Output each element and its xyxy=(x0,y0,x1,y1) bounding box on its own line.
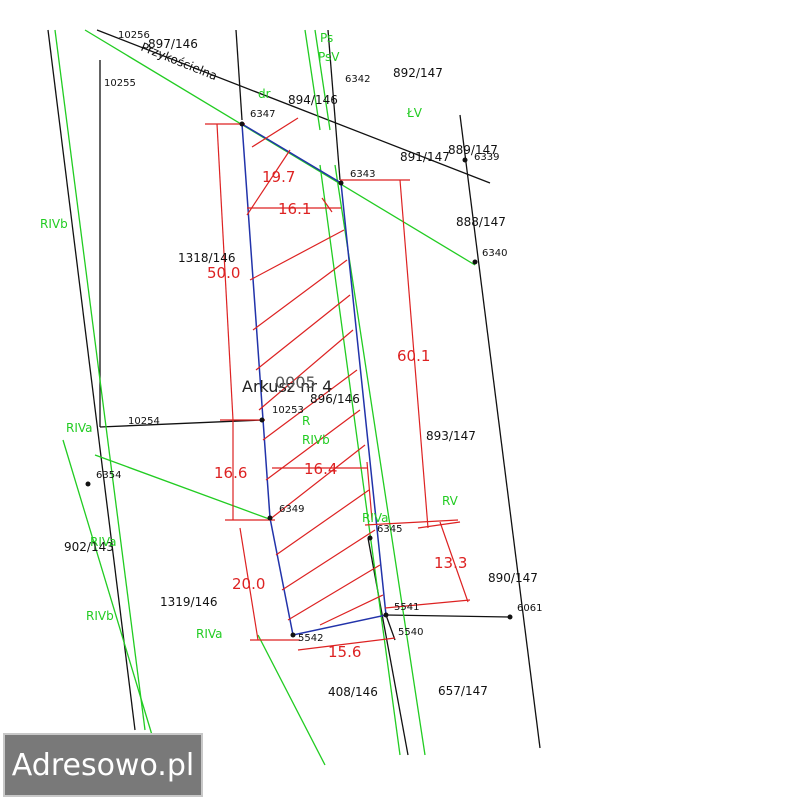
point-number: 5541 xyxy=(394,602,419,613)
dimension-label: 60.1 xyxy=(397,347,430,365)
land-use-label: RIVb xyxy=(40,217,68,231)
point-number: 6343 xyxy=(350,169,375,180)
boundary-line xyxy=(235,29,243,121)
point-number: 6340 xyxy=(482,248,507,259)
dimension-label: 16.4 xyxy=(304,460,337,478)
dimension-label: 16.6 xyxy=(214,464,247,482)
parcel-boundaries xyxy=(47,29,541,756)
land-use-label: RIVa xyxy=(362,511,389,525)
land-use-label: ŁV xyxy=(406,106,423,120)
point-number: 6354 xyxy=(96,470,121,481)
parcel-number: 408/146 xyxy=(328,685,378,699)
point-number: 5540 xyxy=(398,627,423,638)
parcel-number: 657/147 xyxy=(438,684,488,698)
soil-line xyxy=(94,454,273,521)
parcel-number: 896/146 xyxy=(310,392,360,406)
plot-outline xyxy=(241,122,387,636)
boundary-line xyxy=(327,29,341,181)
land-use-label: RIVb xyxy=(302,433,330,447)
parcel-number: 891/147 xyxy=(400,150,450,164)
point-number: 6349 xyxy=(279,504,304,515)
land-use-label: RIVa xyxy=(66,421,93,435)
point-number: 5542 xyxy=(298,633,323,644)
parcel-number: 902/143 xyxy=(64,540,114,554)
point-number: 10253 xyxy=(272,405,304,416)
dimension-label: 20.0 xyxy=(232,575,265,593)
boundary-line xyxy=(385,614,396,641)
parcel-number: 889/147 xyxy=(448,143,498,157)
point-number-labels: 6347 6342 6343 6339 6340 10255 10253 102… xyxy=(96,74,542,644)
land-use-label: RIVb xyxy=(86,609,114,623)
survey-points xyxy=(85,121,513,638)
soil-line xyxy=(319,164,401,756)
parcel-number: 897/146 xyxy=(148,37,198,51)
parcel-number: 894/146 xyxy=(288,93,338,107)
point-number: 6339 xyxy=(474,152,499,163)
point-number-overlap: 10256 xyxy=(118,30,150,41)
soil-line xyxy=(304,29,321,131)
boundary-line xyxy=(96,29,491,184)
land-use-label: RV xyxy=(442,494,459,508)
survey-point xyxy=(267,515,273,521)
boundary-line xyxy=(459,114,541,749)
point-number: 6061 xyxy=(517,603,542,614)
soil-line xyxy=(62,439,153,736)
parcel-number: 892/147 xyxy=(393,66,443,80)
dimension-labels: 19.7 16.1 50.0 60.1 16.6 16.4 13.3 20.0 … xyxy=(207,168,467,661)
watermark-badge: Adresowo.pl xyxy=(3,733,203,797)
point-number: 6342 xyxy=(345,74,370,85)
land-use-labels: Ps PsV dr ŁV RIVb R RIVb RV RIVa RIVa RI… xyxy=(40,31,459,641)
point-number: 6347 xyxy=(250,109,275,120)
land-use-label: RIVa xyxy=(196,627,223,641)
soil-line xyxy=(54,29,146,731)
parcel-number: 1318/146 xyxy=(178,251,236,265)
survey-point xyxy=(367,535,373,541)
land-use-label: RIVa xyxy=(90,535,117,549)
boundary-line xyxy=(47,29,136,731)
boundary-line xyxy=(367,537,409,756)
sheet-label: Arkusz nr 4 xyxy=(242,377,332,396)
survey-point xyxy=(85,481,91,487)
dimension-label: 16.1 xyxy=(278,200,311,218)
survey-point xyxy=(338,180,344,186)
point-number: 10255 xyxy=(104,78,136,89)
survey-point xyxy=(259,417,265,423)
parcel-number: 890/147 xyxy=(488,571,538,585)
boundary-line xyxy=(385,614,511,618)
point-number: 10254 xyxy=(128,416,160,427)
soil-line xyxy=(314,29,331,131)
land-use-label: Ps xyxy=(320,31,333,45)
survey-point xyxy=(290,632,296,638)
dimension-label: 50.0 xyxy=(207,264,240,282)
point-number: 6345 xyxy=(377,524,402,535)
land-use-label: dr xyxy=(258,87,271,101)
dimension-lines xyxy=(205,117,471,651)
soil-class-lines xyxy=(54,29,476,766)
parcel-number: 893/147 xyxy=(426,429,476,443)
plot-hatching xyxy=(246,149,384,626)
soil-line xyxy=(257,634,326,766)
land-use-label: PsV xyxy=(318,50,340,64)
parcel-number: 1319/146 xyxy=(160,595,218,609)
boundary-line xyxy=(99,419,263,428)
dimension-label: 15.6 xyxy=(328,643,361,661)
sheet-overlay-number: 0005 xyxy=(275,373,316,392)
survey-point xyxy=(239,121,245,127)
survey-point xyxy=(383,612,389,618)
parcel-number: 888/147 xyxy=(456,215,506,229)
land-use-label: R xyxy=(302,414,310,428)
survey-point xyxy=(462,157,468,163)
survey-point xyxy=(472,259,478,265)
parcel-number-labels: 897/146 894/146 892/147 891/147 889/147 … xyxy=(64,37,538,699)
dimension-label: 19.7 xyxy=(262,168,295,186)
survey-point xyxy=(507,614,513,620)
plot-polygon xyxy=(241,122,387,636)
dimension-label: 13.3 xyxy=(434,554,467,572)
